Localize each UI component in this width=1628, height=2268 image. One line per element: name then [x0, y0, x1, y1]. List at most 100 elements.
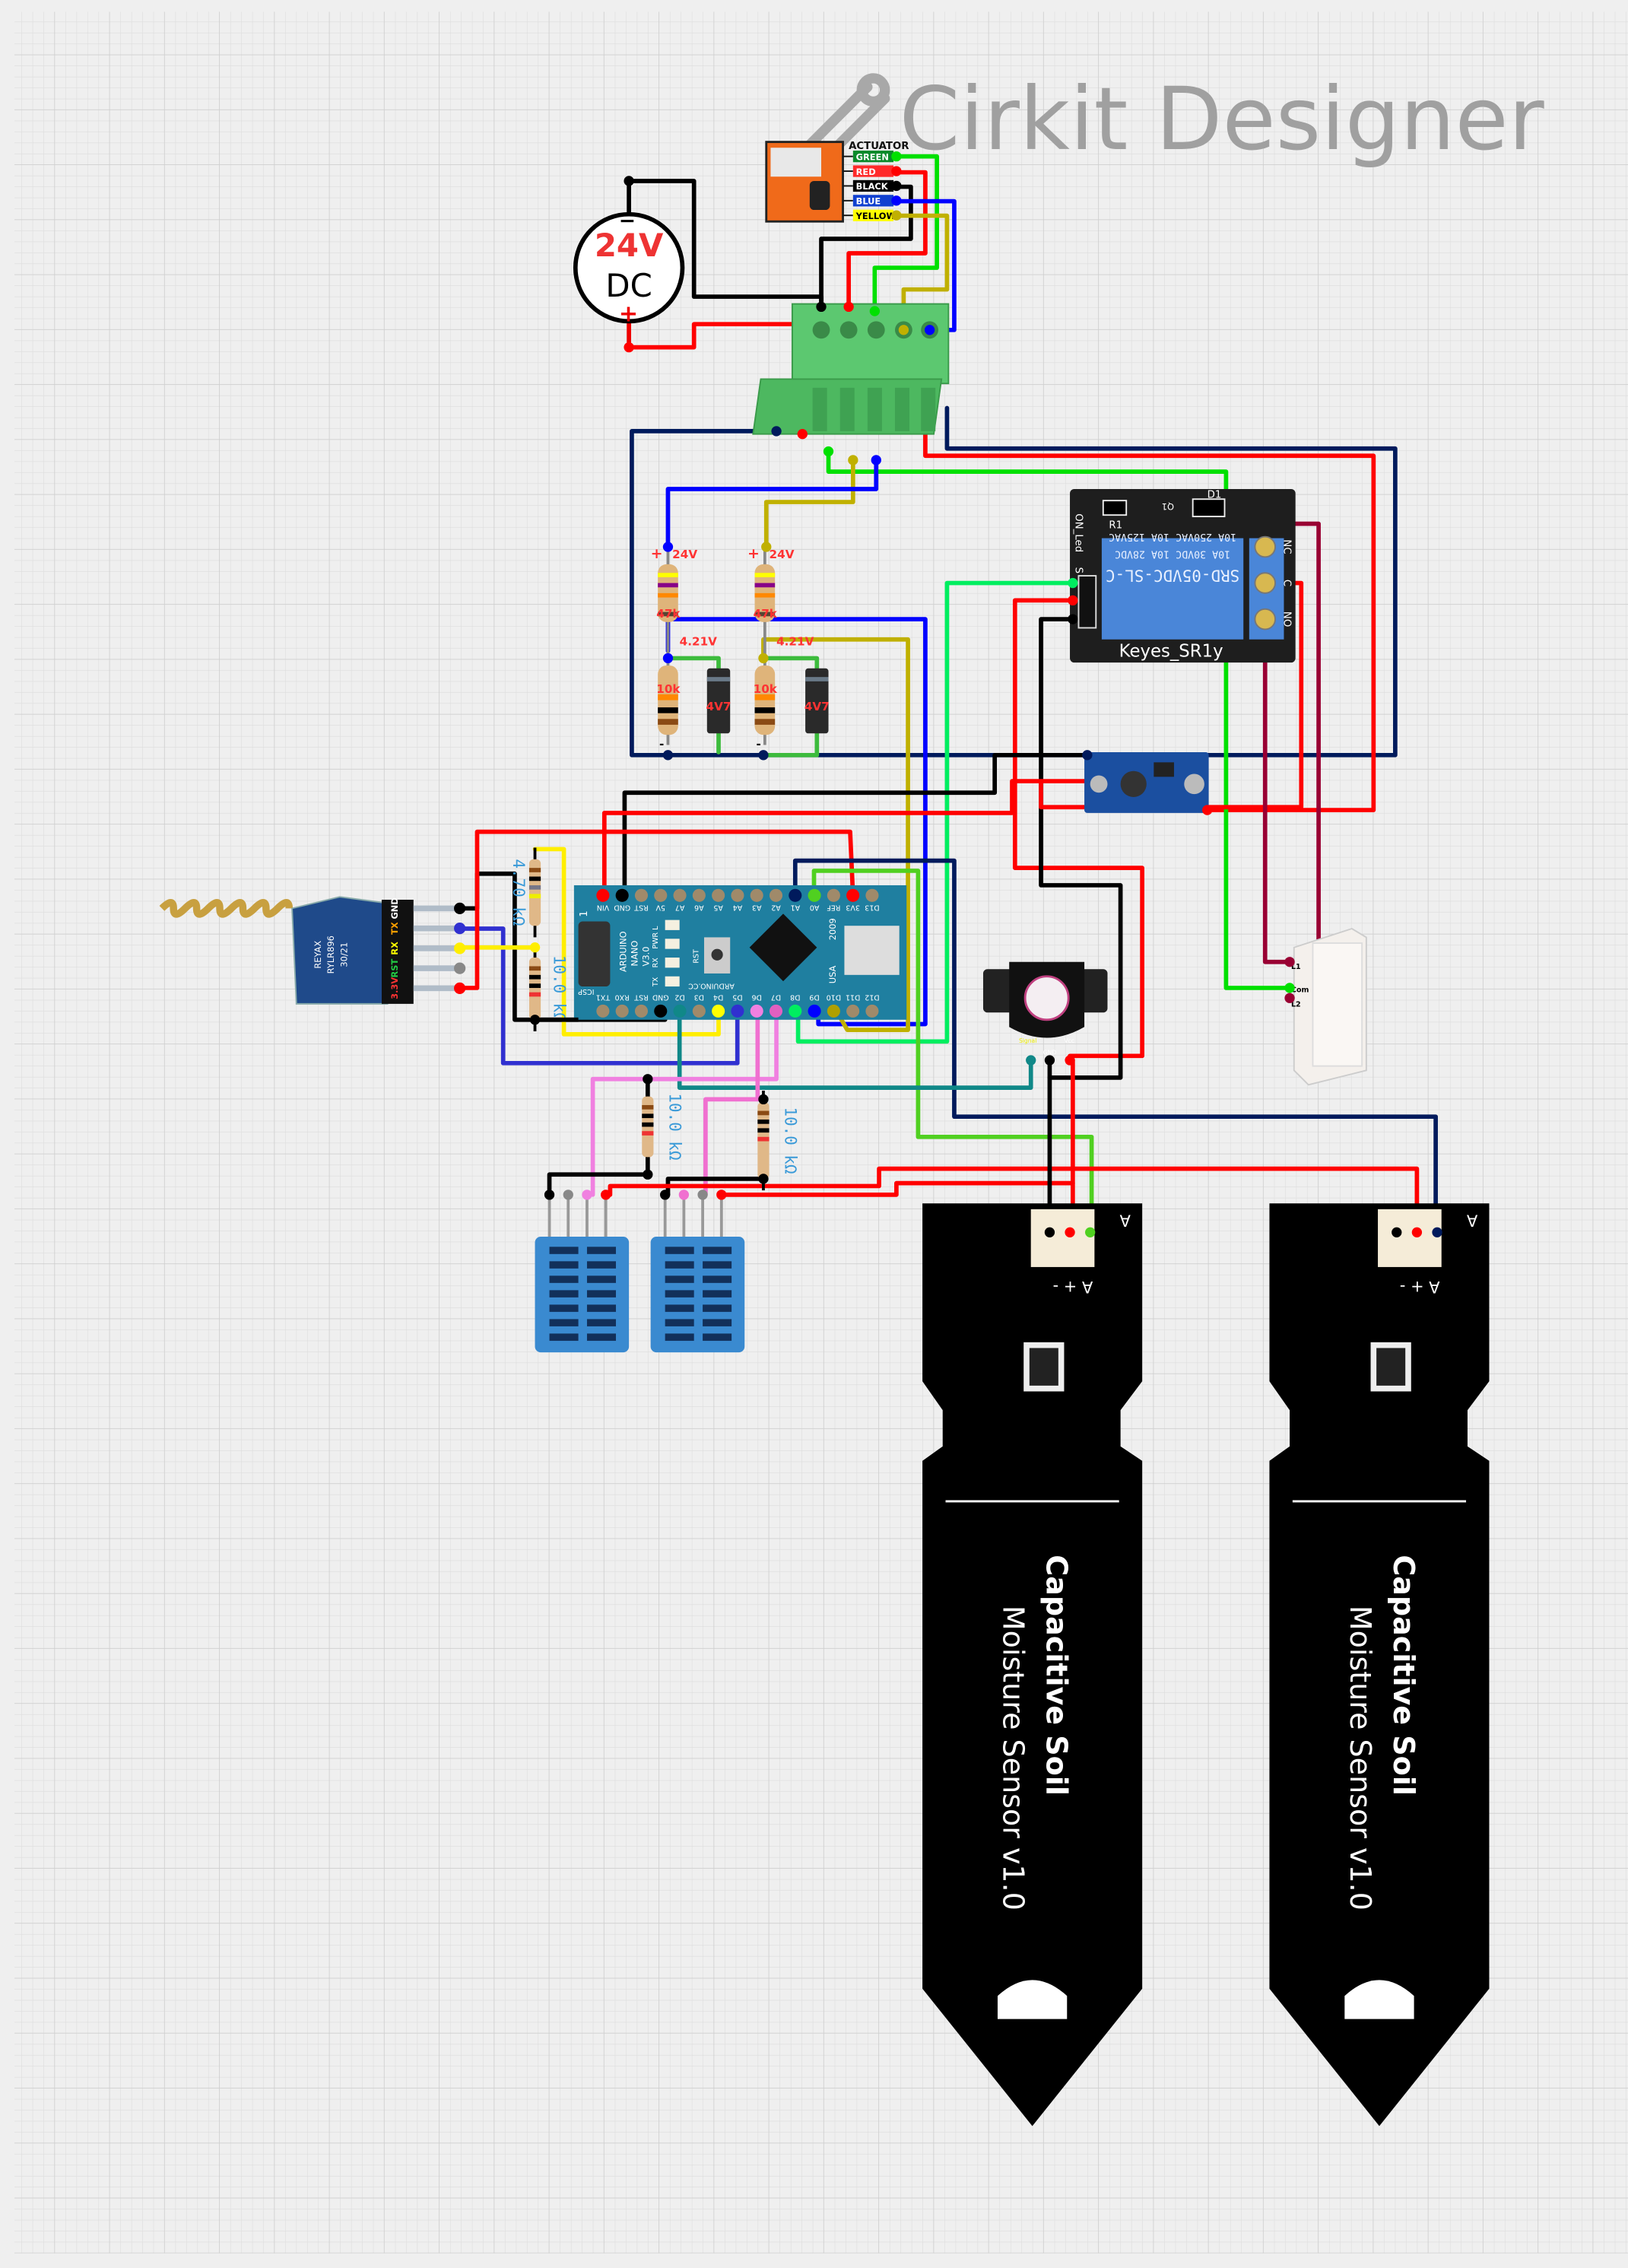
resistor[interactable]: 10.0 kΩ: [757, 1090, 799, 1191]
arduino-pin-gnd[interactable]: [615, 888, 629, 902]
arduino-pin-d11[interactable]: [846, 1004, 860, 1018]
arduino-pin-a2[interactable]: [769, 888, 783, 902]
wire-pink[interactable]: [703, 1007, 760, 1197]
arduino-pin-a7[interactable]: [673, 888, 687, 902]
wire-red[interactable]: [846, 170, 928, 310]
dht-pin-end[interactable]: [582, 1190, 592, 1200]
wire-pink[interactable]: [590, 1007, 779, 1197]
dht-pin-end[interactable]: [697, 1190, 708, 1200]
wire-red[interactable]: [601, 779, 1090, 900]
soil-sensor-pin[interactable]: [1432, 1227, 1442, 1237]
wire-black[interactable]: [819, 184, 913, 303]
soil-sensor-pin[interactable]: [1392, 1227, 1402, 1237]
wire-green[interactable]: [761, 728, 820, 758]
wire-red[interactable]: [608, 1166, 1420, 1235]
arduino-pin-rx0[interactable]: [615, 1004, 629, 1018]
wire-olive[interactable]: [763, 458, 855, 549]
wire-green[interactable]: [665, 656, 721, 671]
resistor[interactable]: 4.70 kΩ: [509, 847, 541, 938]
soil-sensor-pin[interactable]: [1065, 1227, 1075, 1237]
usb-port[interactable]: [844, 926, 900, 975]
wire-blue[interactable]: [665, 458, 879, 549]
wire-green[interactable]: [795, 580, 1075, 1044]
arduino-pin-rst[interactable]: [634, 1004, 649, 1018]
arduino-pin-5v[interactable]: [654, 888, 668, 902]
wire-blue[interactable]: [457, 926, 740, 1066]
lora-pin-3.3v[interactable]: [454, 982, 466, 994]
arduino-pin-d10[interactable]: [827, 1004, 840, 1018]
soil-sensor-pin[interactable]: [1411, 1227, 1423, 1237]
resistor[interactable]: 10.0 kΩ: [528, 945, 568, 1031]
arduino-pin-gnd[interactable]: [654, 1004, 668, 1018]
arduino-pin-vin[interactable]: [596, 888, 610, 902]
arduino-pin-d6[interactable]: [750, 1004, 763, 1018]
wire-maroon[interactable]: [1262, 617, 1292, 964]
wire-black[interactable]: [622, 752, 1090, 900]
resistor[interactable]: 10.0 kΩ: [642, 1085, 684, 1169]
terminal-block[interactable]: [752, 303, 950, 435]
arduino-pin-a6[interactable]: [692, 888, 706, 902]
wire-green[interactable]: [761, 656, 820, 671]
switch-rocker[interactable]: [1312, 942, 1363, 1067]
arduino-pin-d4[interactable]: [712, 1004, 725, 1018]
buck-converter[interactable]: [1084, 752, 1209, 813]
arduino-pin-a4[interactable]: [731, 888, 744, 902]
arduino-pin-d12[interactable]: [865, 1004, 879, 1018]
soil-sensor-pin[interactable]: [1044, 1227, 1055, 1237]
arduino-pin-3v3[interactable]: [846, 888, 860, 902]
arduino-pin-a0[interactable]: [808, 888, 821, 902]
arduino-pin-d5[interactable]: [731, 1004, 744, 1018]
lora-pin-gnd[interactable]: [454, 902, 466, 914]
arduino-pin-a3[interactable]: [750, 888, 763, 902]
wire-yellow[interactable]: [532, 847, 721, 1037]
dht11-sensor[interactable]: [650, 1190, 745, 1353]
flow-sensor[interactable]: Signal GND Vcc: [982, 961, 1108, 1056]
wire-red[interactable]: [720, 1180, 1075, 1235]
wire-green[interactable]: [872, 154, 939, 313]
arduino-pin-d3[interactable]: [692, 1004, 706, 1018]
wire-green[interactable]: [826, 449, 1292, 990]
relay-terminal-c[interactable]: [1254, 572, 1277, 594]
arduino-pin-d2[interactable]: [673, 1004, 687, 1018]
arduino-pin-ref[interactable]: [827, 888, 840, 902]
arduino-pin-d8[interactable]: [789, 1004, 802, 1018]
dht-pin-end[interactable]: [563, 1190, 573, 1200]
dht-pin-end[interactable]: [716, 1190, 727, 1200]
dht-pin-end[interactable]: [678, 1190, 690, 1200]
wire-teal[interactable]: [677, 1007, 1033, 1091]
wire-navy[interactable]: [792, 858, 1438, 1235]
wire-yellow[interactable]: [894, 213, 950, 332]
lora-pin-rx[interactable]: [454, 942, 466, 955]
wire-black[interactable]: [627, 179, 824, 310]
wire-navy[interactable]: [630, 405, 1398, 758]
arduino-pin-tx1[interactable]: [596, 1004, 610, 1018]
power-supply-24v-dc[interactable]: 24V DC − +: [573, 180, 685, 348]
dht-pin-end[interactable]: [601, 1190, 611, 1200]
arduino-pin-rst[interactable]: [634, 888, 649, 902]
arduino-pin-d7[interactable]: [769, 1004, 783, 1018]
arduino-pin-d9[interactable]: [808, 1004, 821, 1018]
dht-pin-end[interactable]: [659, 1190, 671, 1200]
arduino-pin-d13[interactable]: [865, 888, 879, 902]
lora-pin-rst[interactable]: [454, 962, 466, 974]
wire-green[interactable]: [811, 869, 1094, 1235]
lora-pin-tx[interactable]: [454, 923, 466, 935]
relay-module[interactable]: SRD-05VDC-SL-C 10A 30VDC 10A 28VDC 10A 2…: [1070, 488, 1296, 663]
wire-red[interactable]: [1012, 598, 1144, 1059]
dht-pin-end[interactable]: [544, 1190, 555, 1200]
rocker-switch[interactable]: L1 Com L2: [1291, 927, 1367, 1086]
soil-sensor-pin[interactable]: [1085, 1227, 1096, 1237]
relay-terminal-nc[interactable]: [1254, 535, 1277, 558]
relay-terminal-no[interactable]: [1254, 608, 1277, 631]
wire-red[interactable]: [457, 829, 855, 990]
arduino-pin-a1[interactable]: [789, 888, 802, 902]
arduino-pin-a5[interactable]: [712, 888, 725, 902]
